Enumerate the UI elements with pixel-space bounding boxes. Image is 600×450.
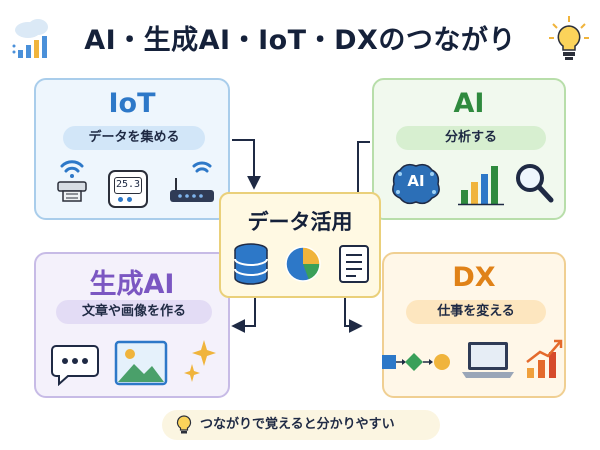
footer-tip: つながりで覚えると分かりやすい (162, 410, 440, 440)
card-iot-title: IoT (108, 88, 156, 119)
card-ai: AI 分析する AI (372, 78, 566, 220)
card-dx-subtitle: 仕事を変える (406, 300, 546, 324)
brain-icon: AI (390, 160, 442, 206)
card-ai-title: AI (453, 88, 485, 119)
flowchart-icon (382, 353, 450, 371)
card-generative-ai: 生成AI 文章や画像を作る (34, 252, 230, 398)
pie-chart-icon (285, 246, 321, 282)
card-dx: DX 仕事を変える (382, 252, 566, 398)
line-hub-to-ai (357, 141, 370, 194)
footer-tip-text: つながりで覚えると分かりやすい (200, 417, 395, 432)
card-iot-subtitle: データを集める (63, 126, 205, 150)
hub-data-utilization: データ活用 (219, 192, 381, 298)
arrow-iot-to-hub (232, 139, 261, 190)
cloud-chart-icon (12, 19, 48, 58)
growth-chart-icon (526, 339, 563, 378)
thermostat-icon: 25.3 (108, 170, 148, 208)
arrow-hub-to-dx (344, 298, 363, 333)
magnifier-icon (516, 164, 554, 203)
bar-chart-icon (458, 166, 504, 206)
brain-label: AI (407, 172, 425, 190)
router-icon (170, 161, 214, 202)
hub-title: データ活用 (247, 210, 353, 234)
page-title: AI・生成AI・IoT・DXのつながり (84, 25, 516, 56)
card-dx-title: DX (452, 262, 496, 293)
database-icon (234, 243, 268, 285)
arrow-hub-to-gen (231, 298, 256, 333)
card-gen-title: 生成AI (89, 269, 175, 300)
document-icon (339, 245, 369, 283)
lightbulb-icon (549, 16, 589, 60)
card-gen-subtitle: 文章や画像を作る (56, 300, 212, 324)
chat-bubble-icon (51, 345, 99, 386)
thermostat-reading: 25.3 (114, 177, 142, 194)
card-iot: IoT データを集める 25.3 (34, 78, 230, 220)
sparkle-icon (184, 340, 216, 382)
card-ai-subtitle: 分析する (396, 126, 546, 150)
sensor-icon (57, 160, 87, 202)
image-icon (114, 340, 168, 386)
tip-lightbulb-icon (176, 415, 192, 434)
laptop-icon (462, 342, 514, 378)
